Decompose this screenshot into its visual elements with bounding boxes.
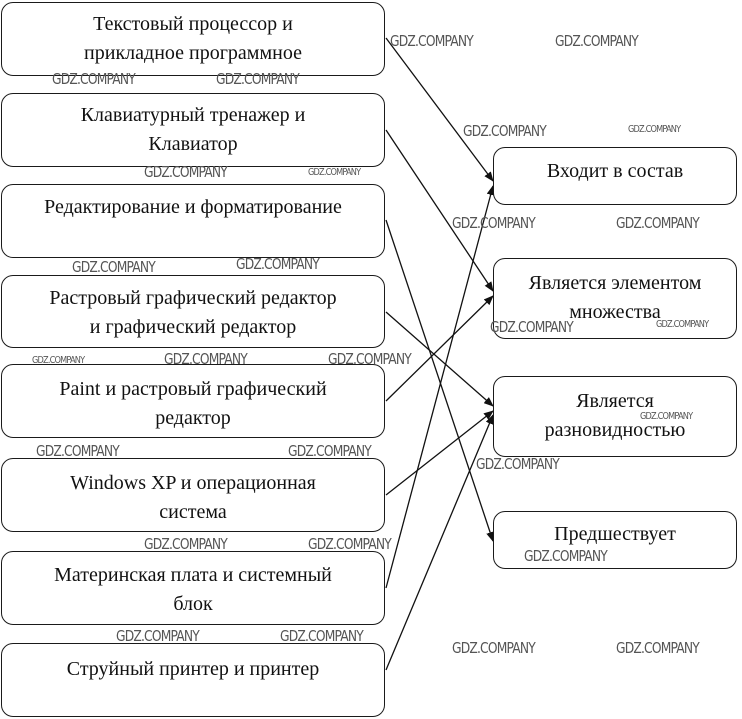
relation-text-line: Является элементом xyxy=(528,272,702,294)
source-text-line: и графический редактор xyxy=(89,316,297,338)
watermark: GDZ.COMPANY xyxy=(452,214,536,232)
source-text-line: блок xyxy=(173,593,213,615)
watermark: GDZ.COMPANY xyxy=(288,442,372,460)
relation-box-part-of[interactable]: Входит в состав xyxy=(493,147,737,205)
watermark: GDZ.COMPANY xyxy=(524,547,608,565)
relation-box-element-of-set[interactable]: Является элементом множества xyxy=(493,258,737,339)
relation-text-line: Входит в состав xyxy=(546,160,684,182)
watermark: GDZ.COMPANY xyxy=(32,355,85,366)
source-box-motherboard[interactable]: Материнская плата и системный блок xyxy=(1,551,385,625)
source-text-line: Материнская плата и системный xyxy=(54,564,332,586)
watermark: GDZ.COMPANY xyxy=(280,627,364,645)
relation-text-line: Является xyxy=(576,390,654,412)
watermark: GDZ.COMPANY xyxy=(628,124,681,135)
watermark: GDZ.COMPANY xyxy=(616,639,700,657)
source-text-line: Клавиатор xyxy=(148,133,238,155)
arrow-s5-to-r2 xyxy=(385,295,494,402)
arrow-s8-to-r3 xyxy=(385,414,494,671)
source-text-line: Клавиатурный тренажер и xyxy=(80,104,306,126)
source-text-line: Windows XP и операционная xyxy=(70,472,316,494)
source-box-paint[interactable]: Paint и растровый графический редактор xyxy=(1,364,385,438)
arrow-s3-to-r4 xyxy=(385,219,494,542)
source-text-line: Растровый графический редактор xyxy=(49,287,337,309)
source-box-text-processor[interactable]: Текстовый процессор и прикладное програм… xyxy=(1,2,385,76)
source-text-line: редактор xyxy=(155,407,231,429)
watermark: GDZ.COMPANY xyxy=(640,411,693,422)
watermark: GDZ.COMPANY xyxy=(390,32,474,50)
watermark: GDZ.COMPANY xyxy=(555,32,639,50)
source-box-keyboard-trainer[interactable]: Клавиатурный тренажер и Клавиатор xyxy=(1,93,385,167)
watermark: GDZ.COMPANY xyxy=(463,122,547,140)
source-box-editing-formatting[interactable]: Редактирование и форматирование xyxy=(1,184,385,258)
watermark: GDZ.COMPANY xyxy=(164,350,248,368)
relation-text-line: Предшествует xyxy=(554,523,676,545)
source-text-line: прикладное программное xyxy=(84,42,302,64)
source-text-line: система xyxy=(159,501,227,523)
arrow-s2-to-r2 xyxy=(385,129,494,292)
source-box-inkjet-printer[interactable]: Струйный принтер и принтер xyxy=(1,643,385,717)
watermark: GDZ.COMPANY xyxy=(656,319,709,330)
source-box-windows-xp[interactable]: Windows XP и операционная система xyxy=(1,458,385,532)
relation-text-line: разновидностью xyxy=(544,419,686,441)
arrow-s6-to-r3 xyxy=(385,410,494,496)
watermark: GDZ.COMPANY xyxy=(36,442,120,460)
arrow-s7-to-r1 xyxy=(385,185,495,589)
source-text-line: Текстовый процессор и xyxy=(93,13,293,35)
watermark: GDZ.COMPANY xyxy=(308,167,361,178)
relation-text-line: множества xyxy=(569,301,661,323)
watermark: GDZ.COMPANY xyxy=(72,258,156,276)
source-text-line: Струйный принтер и принтер xyxy=(66,658,320,680)
source-text-line: Редактирование и форматирование xyxy=(44,196,342,218)
watermark: GDZ.COMPANY xyxy=(116,627,200,645)
watermark: GDZ.COMPANY xyxy=(476,455,560,473)
relation-box-precedes[interactable]: Предшествует xyxy=(493,511,737,569)
source-box-raster-editor[interactable]: Растровый графический редактор и графиче… xyxy=(1,275,385,348)
arrow-s4-to-r3 xyxy=(385,311,494,407)
source-text-line: Paint и растровый графический xyxy=(59,378,327,400)
watermark: GDZ.COMPANY xyxy=(452,639,536,657)
watermark: GDZ.COMPANY xyxy=(308,535,392,553)
watermark: GDZ.COMPANY xyxy=(490,318,574,336)
watermark: GDZ.COMPANY xyxy=(616,214,700,232)
watermark: GDZ.COMPANY xyxy=(236,255,320,273)
relation-box-kind-of[interactable]: Является разновидностью xyxy=(493,376,737,457)
watermark: GDZ.COMPANY xyxy=(216,70,300,88)
arrow-s1-to-r1 xyxy=(385,37,494,182)
watermark: GDZ.COMPANY xyxy=(328,350,412,368)
watermark: GDZ.COMPANY xyxy=(144,163,228,181)
watermark: GDZ.COMPANY xyxy=(144,535,228,553)
watermark: GDZ.COMPANY xyxy=(52,70,136,88)
